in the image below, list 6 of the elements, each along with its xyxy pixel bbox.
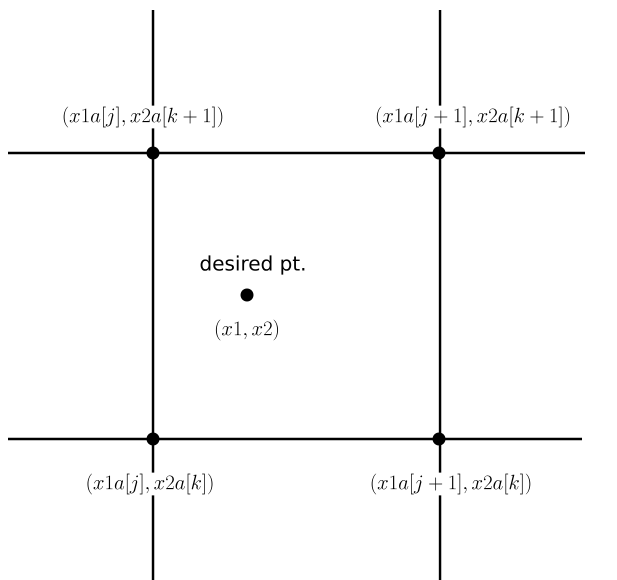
- coordinate-label: $(x1a[j+1],x2a[k+1])$: [374, 106, 572, 128]
- coordinate-label: $(x1a[j],x2a[k])$: [84, 472, 216, 496]
- coordinate-label: $(x1,x2)$: [213, 318, 281, 342]
- point-label: desired pt.: [198, 254, 308, 276]
- coordinate-label: $(x1a[j+1],x2a[k])$: [368, 472, 534, 496]
- coordinate-label: $(x1a[j],x2a[k+1])$: [60, 106, 226, 128]
